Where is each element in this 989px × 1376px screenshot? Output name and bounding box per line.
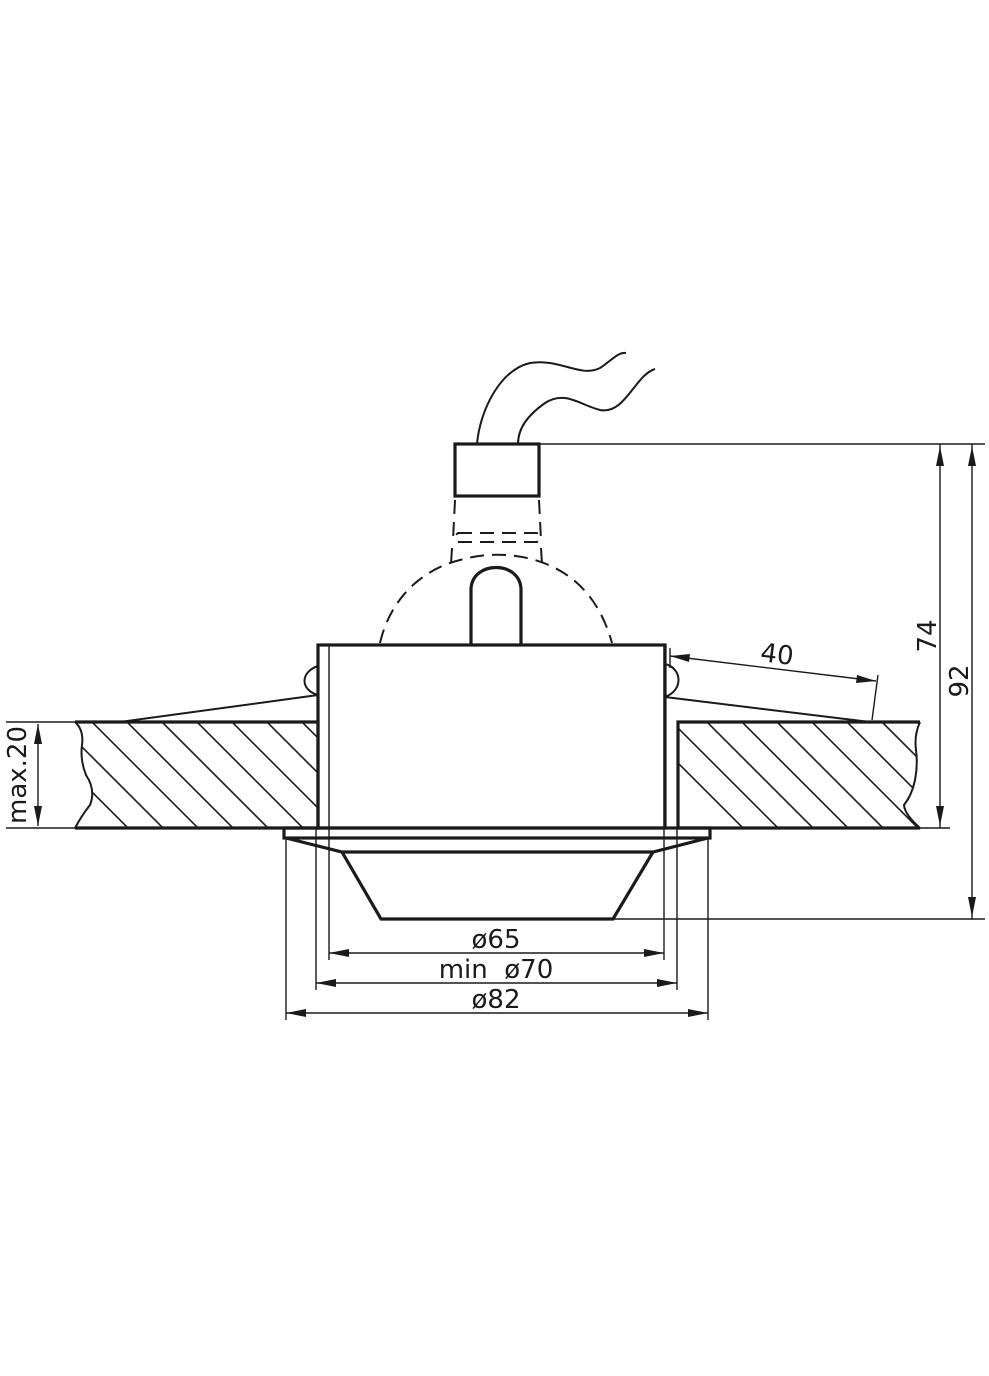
svg-text:min ø70: min ø70 (439, 955, 554, 985)
svg-text:92: 92 (945, 664, 975, 697)
housing-body (316, 643, 667, 830)
svg-text:40: 40 (759, 638, 796, 672)
dimension-height-92: 92 (945, 444, 976, 919)
lamp-holder (469, 566, 523, 645)
connector-block (453, 442, 541, 498)
ceiling-panel-right (676, 720, 921, 830)
dimension-height-74: 74 (913, 444, 944, 828)
dimension-ceiling-thickness: max.20 (3, 724, 42, 826)
reflector-cone (340, 851, 655, 921)
dimension-flange-82: ø82 (286, 985, 708, 1017)
svg-text:74: 74 (913, 619, 943, 652)
svg-text:max.20: max.20 (3, 726, 33, 824)
dimension-cutout-70: min ø70 (316, 955, 677, 987)
dimension-clip-40: 40 (669, 638, 879, 721)
extension-lines (6, 443, 985, 1020)
dimension-diameter-65: ø65 (329, 925, 664, 957)
hidden-lamp-outline (379, 499, 613, 644)
ceiling-panel-left (74, 720, 320, 830)
trim-flange (282, 826, 712, 854)
cable-icon (476, 351, 656, 445)
svg-text:ø65: ø65 (472, 925, 521, 955)
spring-clips (119, 663, 871, 723)
svg-text:ø82: ø82 (472, 985, 521, 1015)
